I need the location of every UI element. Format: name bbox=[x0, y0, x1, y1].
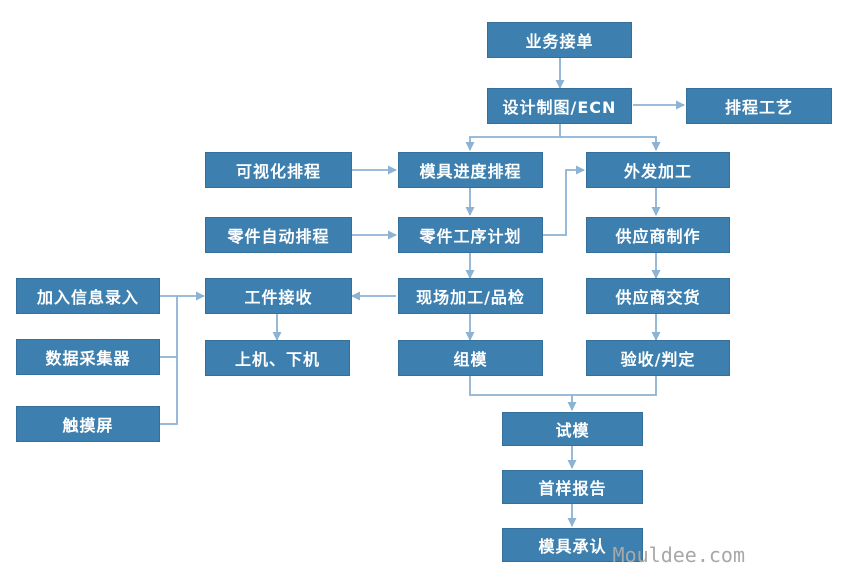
arrow-assemble-to-trial bbox=[469, 376, 577, 411]
node-onsite: 现场加工/品检 bbox=[398, 278, 543, 314]
node-process-plan: 零件工序计划 bbox=[398, 217, 543, 253]
node-work-receive: 工件接收 bbox=[205, 278, 352, 314]
node-assemble: 组模 bbox=[398, 340, 543, 376]
node-process: 排程工艺 bbox=[686, 88, 832, 124]
node-info-entry: 加入信息录入 bbox=[16, 278, 160, 314]
node-supplier-make: 供应商制作 bbox=[586, 217, 730, 253]
connector-inspect-to-trial bbox=[572, 376, 657, 396]
node-order: 业务接单 bbox=[487, 22, 632, 58]
arrow-design-branch bbox=[465, 123, 561, 151]
node-outsource: 外发加工 bbox=[586, 152, 730, 188]
node-first-report: 首样报告 bbox=[502, 470, 643, 504]
node-approval: 模具承认 bbox=[502, 528, 643, 562]
node-design: 设计制图/ECN bbox=[487, 88, 632, 124]
node-supplier-deliver: 供应商交货 bbox=[586, 278, 730, 314]
connector-data-collector bbox=[160, 296, 178, 358]
node-mold-sched: 模具进度排程 bbox=[398, 152, 543, 188]
node-inspect: 验收/判定 bbox=[586, 340, 730, 376]
node-auto-sched: 零件自动排程 bbox=[205, 217, 352, 253]
node-data-collector: 数据采集器 bbox=[16, 339, 160, 375]
connector-touch bbox=[160, 357, 178, 425]
node-trial: 试模 bbox=[502, 412, 643, 446]
arrow-design-branch-right bbox=[560, 136, 661, 151]
watermark: Mouldee.com bbox=[612, 543, 745, 567]
node-on-off: 上机、下机 bbox=[205, 340, 350, 376]
node-visual-sched: 可视化排程 bbox=[205, 152, 352, 188]
node-touch: 触摸屏 bbox=[16, 406, 160, 442]
arrow-plan-to-outsource bbox=[543, 165, 585, 236]
